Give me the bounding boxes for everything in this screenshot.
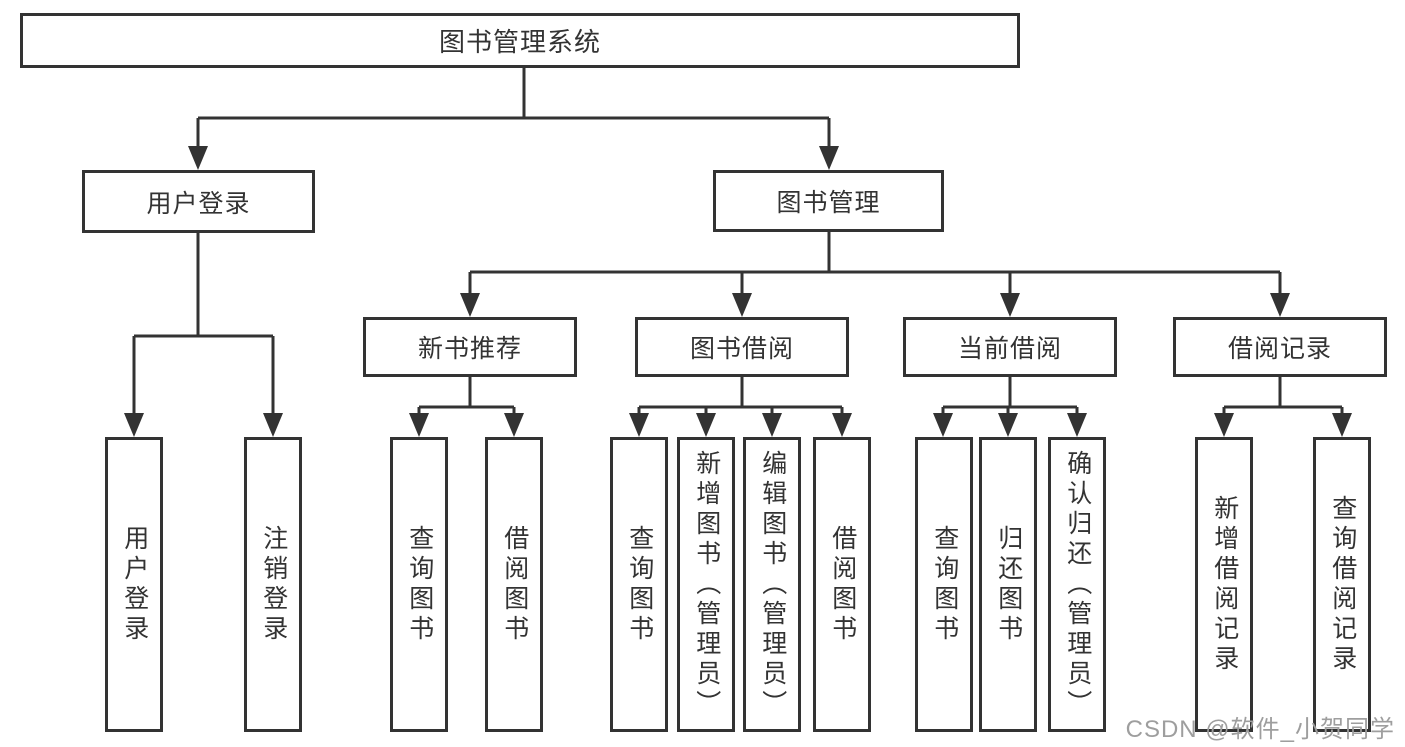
connector-current-borrowing (933, 377, 1087, 437)
node-root: 图书管理系统 (20, 13, 1020, 68)
leaf-user-login: 用户登录 (105, 437, 163, 732)
connector-book-management (460, 232, 1290, 317)
leaf-query-books-recommend: 查询图书 (390, 437, 448, 732)
leaf-return-books: 归还图书 (979, 437, 1037, 732)
node-book-borrowing: 图书借阅 (635, 317, 849, 377)
connector-new-book-recommendation (409, 377, 524, 437)
node-current-borrowing: 当前借阅 (903, 317, 1117, 377)
connector-book-borrowing (629, 377, 852, 437)
leaf-query-books-borrowing: 查询图书 (610, 437, 668, 732)
leaf-add-book-admin: 新增图书（管理员） (677, 437, 735, 732)
leaf-query-books-current: 查询图书 (915, 437, 973, 732)
leaf-confirm-return-admin: 确认归还（管理员） (1048, 437, 1106, 732)
connector-user-login (124, 233, 283, 437)
leaf-logout: 注销登录 (244, 437, 302, 732)
watermark: CSDN @软件_小贺同学 (1125, 716, 1395, 743)
leaf-edit-book-admin: 编辑图书（管理员） (743, 437, 801, 732)
leaf-query-borrow-record: 查询借阅记录 (1313, 437, 1371, 732)
node-book-management: 图书管理 (713, 170, 944, 232)
leaf-borrow-books-recommend: 借阅图书 (485, 437, 543, 732)
node-new-book-recommendation: 新书推荐 (363, 317, 577, 377)
node-user-login: 用户登录 (82, 170, 315, 233)
connector-borrowing-records (1214, 377, 1352, 437)
connector-root (188, 68, 839, 170)
leaf-borrow-books-borrowing: 借阅图书 (813, 437, 871, 732)
leaf-add-borrow-record: 新增借阅记录 (1195, 437, 1253, 732)
node-borrowing-records: 借阅记录 (1173, 317, 1387, 377)
